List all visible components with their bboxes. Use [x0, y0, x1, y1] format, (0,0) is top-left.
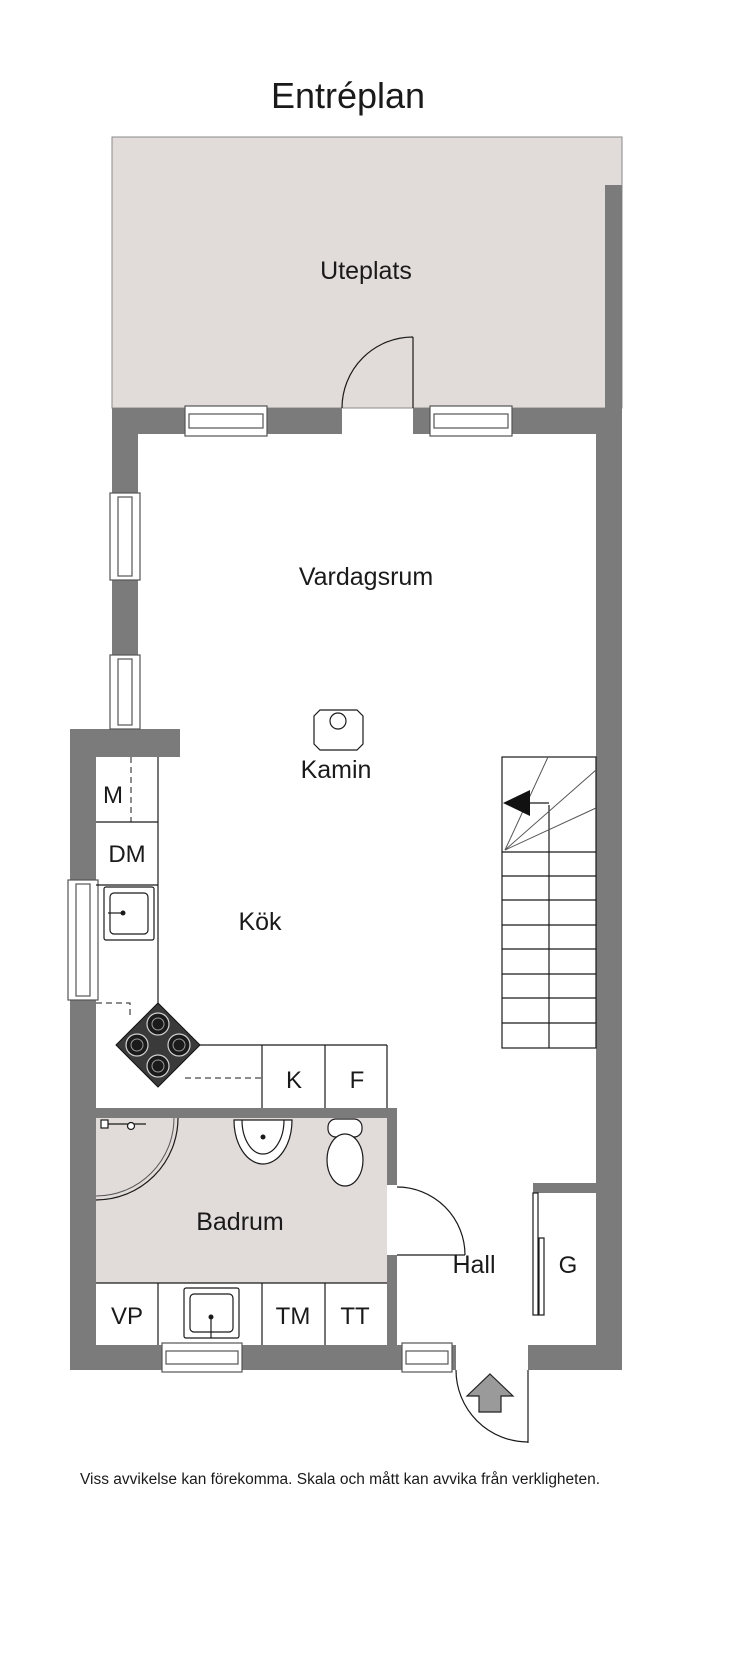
- bathroom-door-swing: [396, 1186, 466, 1256]
- bathroom-fittings: [95, 1117, 387, 1345]
- washbasin-drain-icon: [260, 1134, 266, 1140]
- window-left-middle-pane: [117, 658, 133, 726]
- wall-bottom-3: [452, 1345, 456, 1370]
- fixture-label-dm: DM: [108, 841, 145, 868]
- stair-winder: [504, 807, 597, 851]
- windows: [67, 405, 513, 1373]
- corner-cabinet-line: [96, 1002, 131, 1018]
- room-label-kamin: Kamin: [301, 756, 372, 784]
- staircase: [501, 756, 597, 1049]
- utility-drain-icon: [208, 1314, 214, 1320]
- wall-terrace-right: [605, 185, 622, 408]
- window-top-right-pane: [433, 413, 509, 429]
- shower-screen-inner: [95, 1117, 175, 1197]
- washbasin-icon: [233, 1119, 293, 1165]
- window-top-left-pane: [188, 413, 264, 429]
- wall-left-upper-2: [112, 580, 138, 655]
- closet-wall-top: [533, 1183, 596, 1193]
- wall-step: [70, 729, 180, 757]
- wall-left-upper-1: [112, 434, 138, 493]
- burner-icon: [167, 1033, 191, 1057]
- interior-walls: [96, 1108, 596, 1345]
- terrace-door-swing: [341, 336, 414, 409]
- stove-icon: [115, 1002, 201, 1088]
- window-kitchen-pane: [75, 883, 91, 997]
- kitchen-sink-icon: [103, 886, 155, 941]
- room-label-kok: Kök: [238, 908, 282, 936]
- shower-head-icon: [100, 1119, 109, 1129]
- kitchen-drain-icon: [120, 910, 126, 916]
- room-label-vardagsrum: Vardagsrum: [299, 563, 433, 591]
- fixture-label-vp: VP: [111, 1303, 143, 1330]
- bathroom-wall-right-upper: [387, 1108, 397, 1185]
- wall-bottom-4: [528, 1345, 596, 1370]
- fixture-label-tt: TT: [340, 1303, 370, 1330]
- wall-bottom-1: [96, 1345, 162, 1370]
- wall-left-lower-1: [70, 757, 96, 880]
- wall-top-4: [512, 408, 605, 434]
- bathroom-wall-right-lower: [387, 1255, 397, 1345]
- shower-mixer-icon: [126, 1121, 136, 1131]
- burner-ring: [172, 1038, 186, 1052]
- fireplace-icon: [313, 709, 364, 751]
- fixture-label-tm: TM: [276, 1303, 311, 1330]
- fixture-label-g: G: [559, 1252, 578, 1279]
- burner-icon: [125, 1033, 149, 1057]
- bathroom-wall-top: [96, 1108, 397, 1118]
- toilet-icon: [326, 1133, 364, 1187]
- burner-ring: [130, 1038, 144, 1052]
- burner-icon: [146, 1012, 170, 1036]
- wall-top-3: [413, 408, 430, 434]
- fireplace-flue-icon: [329, 712, 347, 730]
- entry-arrow-icon: [465, 1373, 515, 1413]
- window-bottom-left-pane: [165, 1350, 239, 1365]
- wall-top-2: [267, 408, 342, 434]
- outer-walls: [70, 185, 622, 1370]
- room-label-hall: Hall: [452, 1251, 495, 1279]
- fixture-label-k: K: [286, 1067, 302, 1094]
- stair-winder: [504, 769, 597, 851]
- wall-top-1: [112, 408, 185, 434]
- doors: [341, 336, 545, 1443]
- burner-ring: [151, 1059, 165, 1073]
- fixture-label-m: M: [103, 782, 123, 809]
- stair-direction-arrow-icon: [503, 790, 530, 816]
- disclaimer: Viss avvikelse kan förekomma. Skala och …: [80, 1471, 600, 1488]
- closet-sliding-door-1: [532, 1192, 539, 1316]
- closet-sliding-door-2: [538, 1237, 545, 1316]
- washbasin-bowl: [241, 1119, 285, 1155]
- terrace-area: [111, 136, 623, 409]
- window-left-upper-pane: [117, 496, 133, 577]
- plan-title: Entréplan: [271, 75, 425, 116]
- fixture-label-f: F: [350, 1067, 365, 1094]
- room-label-uteplats: Uteplats: [320, 257, 412, 285]
- kitchen-fittings: [96, 757, 388, 1108]
- wall-left-lower-2: [70, 1000, 96, 1370]
- entry-door-swing: [455, 1369, 529, 1443]
- burner-ring: [151, 1017, 165, 1031]
- room-label-badrum: Badrum: [196, 1208, 284, 1236]
- wall-right: [596, 408, 622, 1370]
- burner-icon: [146, 1054, 170, 1078]
- wall-bottom-2: [242, 1345, 402, 1370]
- window-bottom-right-pane: [405, 1350, 449, 1365]
- shower-screen: [95, 1117, 179, 1201]
